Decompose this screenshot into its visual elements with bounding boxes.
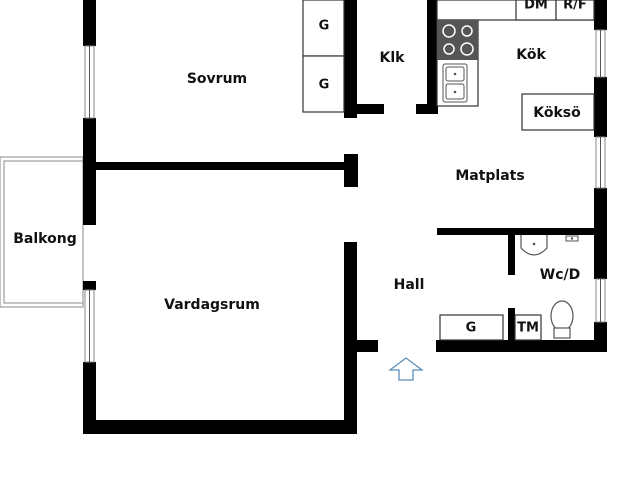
washbasin-icon	[520, 235, 548, 256]
room-label-klk: Klk	[380, 50, 406, 66]
wardrobe-top-label: G	[319, 19, 330, 34]
room-label-sovrum: Sovrum	[187, 71, 247, 87]
room-label-hall: Hall	[394, 277, 425, 293]
washing-machine: TM	[514, 314, 542, 341]
room-label-kok: Kök	[516, 47, 546, 63]
room-label-wcd: Wc/D	[540, 267, 580, 283]
dishwasher-label: DM	[524, 0, 548, 13]
room-label-vardagsrum: Vardagsrum	[164, 297, 260, 313]
windows	[84, 29, 606, 363]
kitchen-island: Köksö	[521, 93, 595, 131]
stove-icon	[437, 20, 478, 60]
entrance-arrow-icon	[388, 357, 424, 381]
fridge-freezer-label: R/F	[563, 0, 587, 13]
fridge-freezer: R/F	[555, 0, 595, 21]
toilet-icon	[550, 300, 574, 339]
wardrobe-hall: G	[439, 314, 504, 341]
balcony	[0, 156, 84, 308]
sink-icon	[442, 63, 468, 103]
wardrobe-top: G	[302, 0, 345, 57]
wardrobe-mid-label: G	[319, 78, 330, 93]
dishwasher: DM	[515, 0, 557, 21]
room-label-matplats: Matplats	[455, 168, 524, 184]
room-label-koksö: Köksö	[533, 105, 581, 121]
room-label-balkong: Balkong	[13, 231, 76, 247]
walls	[83, 0, 607, 434]
faucet-icon	[565, 235, 579, 242]
wardrobe-mid: G	[302, 55, 345, 113]
wardrobe-hall-label: G	[466, 321, 477, 336]
washing-machine-label: TM	[517, 321, 539, 336]
